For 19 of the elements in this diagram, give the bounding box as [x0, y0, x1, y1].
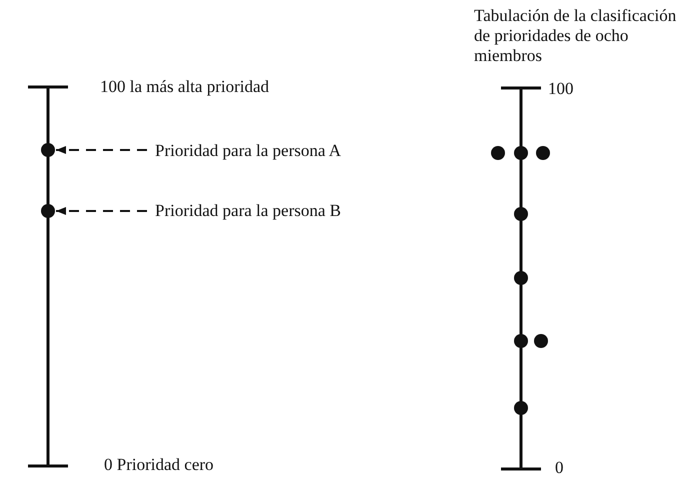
leader-text: Prioridad para la persona A [155, 141, 341, 161]
priority-dot [536, 146, 550, 160]
scale-label: 100 la más alta prioridad [100, 77, 270, 97]
priority-dot [514, 334, 528, 348]
tick-label: 100 [548, 79, 574, 99]
priority-dot [41, 143, 55, 157]
leader-arrow [56, 207, 147, 215]
priority-dot [514, 146, 528, 160]
tick-label: 0 [555, 458, 564, 477]
leader-text: Prioridad para la persona B [155, 201, 341, 221]
priority-dot [514, 271, 528, 285]
priority-dot [41, 204, 55, 218]
scale-title: Tabulación de la clasificación de prioridades de ocho miembros [474, 6, 678, 66]
leader-arrow [56, 146, 147, 154]
priority-dot [514, 401, 528, 415]
priority-dot [491, 146, 505, 160]
priority-dot [534, 334, 548, 348]
scale-label: 0 Prioridad cero [104, 455, 214, 475]
priority-dot [514, 207, 528, 221]
